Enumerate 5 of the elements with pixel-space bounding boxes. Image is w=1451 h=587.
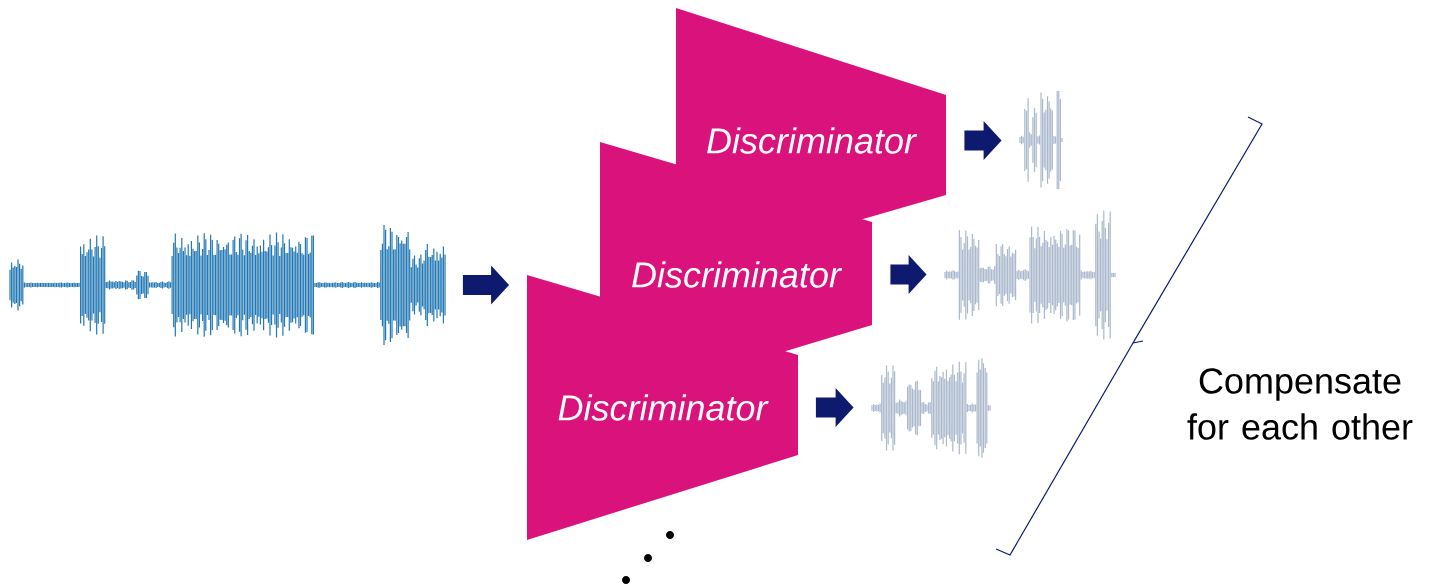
note-text: Compensate for each other: [1187, 368, 1413, 440]
waveform-drawing: [944, 210, 1116, 340]
waveform-drawing: [871, 357, 991, 459]
waveform-drawing: [1019, 90, 1063, 190]
waveform-drawing: [9, 224, 446, 346]
